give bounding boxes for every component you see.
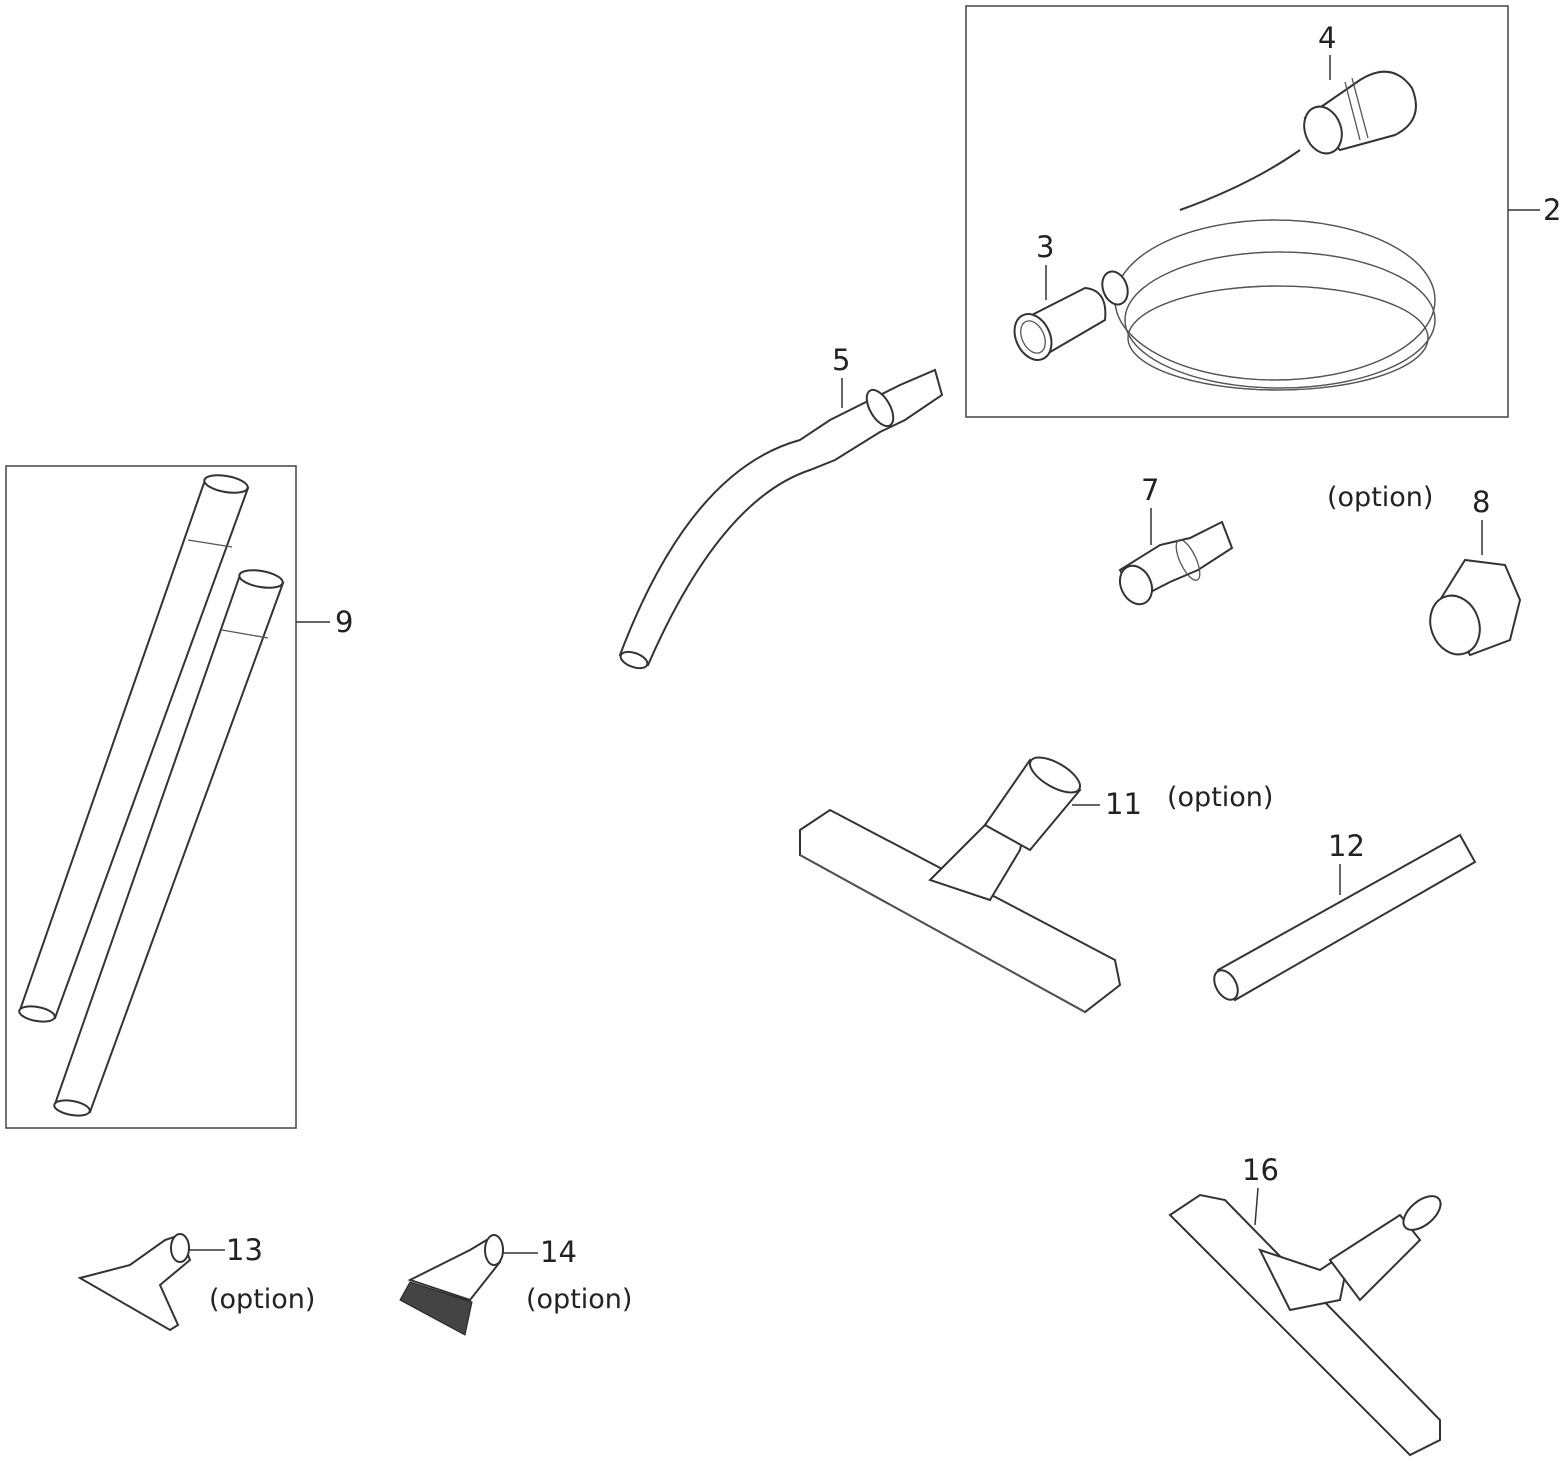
leader-lines bbox=[188, 55, 1540, 1254]
part-5-bent-wand bbox=[618, 368, 944, 670]
callout-16: 16 bbox=[1242, 1153, 1279, 1187]
callout-3: 3 bbox=[1036, 230, 1055, 264]
part-2-hose bbox=[1101, 149, 1436, 391]
callout-14: 14 bbox=[540, 1235, 577, 1269]
option-label-8: (option) bbox=[1327, 482, 1434, 513]
part-14-brush bbox=[399, 1234, 504, 1336]
part-13-upholstery-tool bbox=[77, 1233, 192, 1332]
part-4-hose-cuff bbox=[1303, 70, 1417, 155]
part-9-tubes bbox=[18, 474, 285, 1117]
callout-5: 5 bbox=[832, 343, 851, 377]
callout-12: 12 bbox=[1328, 829, 1365, 863]
option-label-14: (option) bbox=[526, 1284, 633, 1315]
option-label-13: (option) bbox=[209, 1284, 316, 1315]
callout-2: 2 bbox=[1543, 193, 1562, 227]
part-16-floor-nozzle bbox=[1168, 1193, 1442, 1457]
callout-8: 8 bbox=[1472, 485, 1491, 519]
callout-4: 4 bbox=[1318, 21, 1337, 55]
hose-assembly-box bbox=[965, 5, 1509, 418]
tube-set-box bbox=[5, 465, 297, 1129]
callout-9: 9 bbox=[335, 605, 354, 639]
callout-7: 7 bbox=[1141, 473, 1160, 507]
part-8-adapter bbox=[1429, 558, 1522, 657]
part-12-crevice-tool bbox=[1213, 833, 1477, 1002]
part-3-connector bbox=[1013, 286, 1107, 361]
callout-13: 13 bbox=[226, 1233, 263, 1267]
callout-11: 11 bbox=[1105, 787, 1142, 821]
option-label-11: (option) bbox=[1167, 782, 1274, 813]
part-11-floor-nozzle bbox=[799, 756, 1122, 1014]
part-7-adapter bbox=[1118, 520, 1234, 606]
